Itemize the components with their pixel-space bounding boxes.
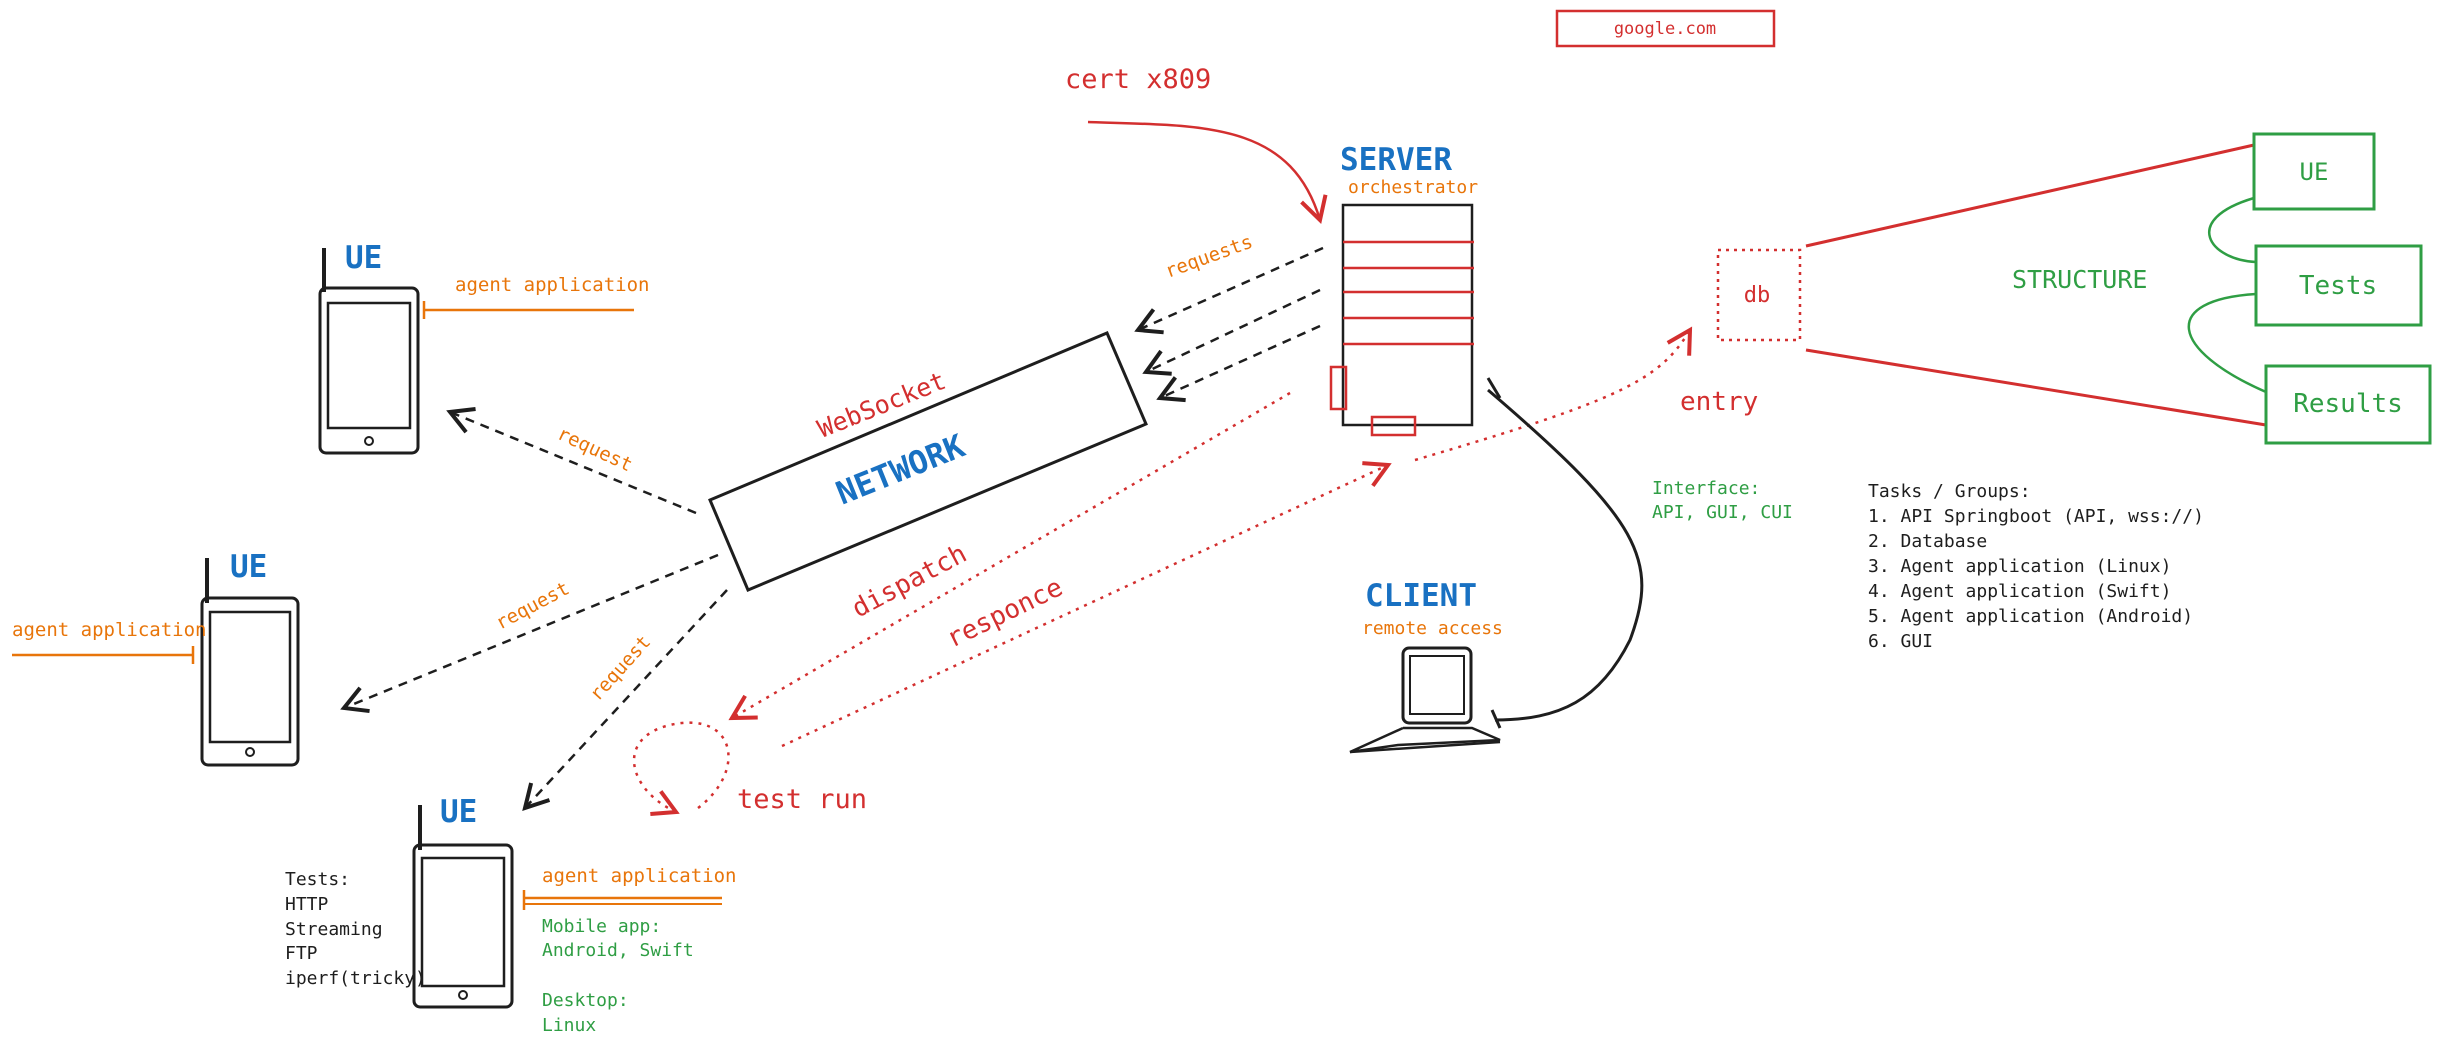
desktop-value: Linux <box>542 1015 596 1036</box>
db-label: db <box>1744 283 1771 308</box>
network: WebSocket NETWORK <box>708 331 1148 592</box>
tests-list: Tests: HTTP Streaming FTP iperf(tricky) <box>285 869 426 989</box>
test-run-label: test run <box>737 784 867 815</box>
mobile-app-heading: Mobile app: <box>542 916 661 937</box>
request-label-3: request <box>585 631 655 705</box>
structure: STRUCTURE UE Tests Results <box>2012 132 2432 445</box>
server-client-link-cap <box>1490 709 1502 729</box>
entry-arrow: entry <box>1414 326 1758 462</box>
interface-value: API, GUI, CUI <box>1652 502 1793 523</box>
tasks-heading: Tasks / Groups: <box>1868 481 2031 502</box>
request-label-1: request <box>554 423 636 477</box>
server-title: SERVER <box>1340 142 1452 178</box>
server-client-link-cap <box>1486 377 1502 399</box>
cert-arrow: cert x809 <box>1065 64 1328 224</box>
requests-label: requests <box>1162 231 1256 283</box>
ue-device-2: UE agent application <box>12 549 300 767</box>
tasks-item: 6. GUI <box>1868 631 1933 652</box>
ue-agent-label-1: agent application <box>455 274 649 296</box>
structure-box-results-label: Results <box>2293 389 2403 419</box>
structure-box-ue <box>2252 132 2376 211</box>
tasks-item: 3. Agent application (Linux) <box>1868 556 2171 577</box>
requests-arrows <box>1134 246 1324 403</box>
server-rack <box>1341 203 1474 427</box>
test-run-loop: test run <box>632 721 867 816</box>
client-subtitle: remote access <box>1362 618 1503 639</box>
request-label-2: request <box>492 577 573 634</box>
ue-device-1: UE agent application <box>318 240 649 455</box>
tests-heading: Tests: <box>285 869 350 890</box>
tasks-list: Tasks / Groups: 1. API Springboot (API, … <box>1868 481 2204 652</box>
tasks-item: 1. API Springboot (API, wss://) <box>1868 506 2204 527</box>
client: CLIENT remote access <box>1349 578 1503 754</box>
tests-item: iperf(tricky) <box>285 968 426 989</box>
server-subtitle: orchestrator <box>1348 177 1478 198</box>
ue-device-3: UE agent application <box>412 794 736 1009</box>
structure-box-tests-label: Tests <box>2299 271 2377 301</box>
db-structure-links <box>1805 143 2267 427</box>
server-client-link <box>1487 388 1644 722</box>
mobile-app-value: Android, Swift <box>542 940 694 961</box>
tests-item: FTP <box>285 943 318 964</box>
request-arrows <box>340 406 728 812</box>
dispatch-responce-arrows <box>728 391 1392 748</box>
ue-title-3: UE <box>440 794 477 830</box>
structure-box-ue-label: UE <box>2300 158 2329 186</box>
interface-heading: Interface: <box>1652 478 1760 499</box>
network-protocol: WebSocket <box>813 366 949 444</box>
entry-label: entry <box>1680 387 1758 417</box>
desktop-heading: Desktop: <box>542 990 629 1011</box>
ue-agent-label-2: agent application <box>12 619 206 641</box>
dispatch-label: dispatch <box>847 539 972 624</box>
tests-item: HTTP <box>285 894 329 915</box>
structure-box-tests <box>2254 244 2423 327</box>
structure-label: STRUCTURE <box>2012 265 2147 294</box>
client-title: CLIENT <box>1365 578 1477 614</box>
tasks-item: 5. Agent application (Android) <box>1868 606 2193 627</box>
tasks-item: 2. Database <box>1868 531 1987 552</box>
ue-agent-label-3: agent application <box>542 865 736 887</box>
interface-note: Interface: API, GUI, CUI <box>1652 478 1793 523</box>
ue-title-1: UE <box>345 240 382 276</box>
platform-notes: Mobile app: Android, Swift Desktop: Linu… <box>542 916 694 1036</box>
ue-title-2: UE <box>230 549 267 585</box>
cert-label: cert x809 <box>1065 64 1211 95</box>
tasks-item: 4. Agent application (Swift) <box>1868 581 2171 602</box>
server: SERVER orchestrator <box>1329 142 1478 437</box>
db: db <box>1716 248 1802 342</box>
tests-item: Streaming <box>285 919 383 940</box>
structure-box-results <box>2264 364 2432 445</box>
google-box: google.com <box>1555 9 1776 48</box>
server-slots <box>1329 240 1474 437</box>
google-box-label: google.com <box>1614 19 1716 39</box>
